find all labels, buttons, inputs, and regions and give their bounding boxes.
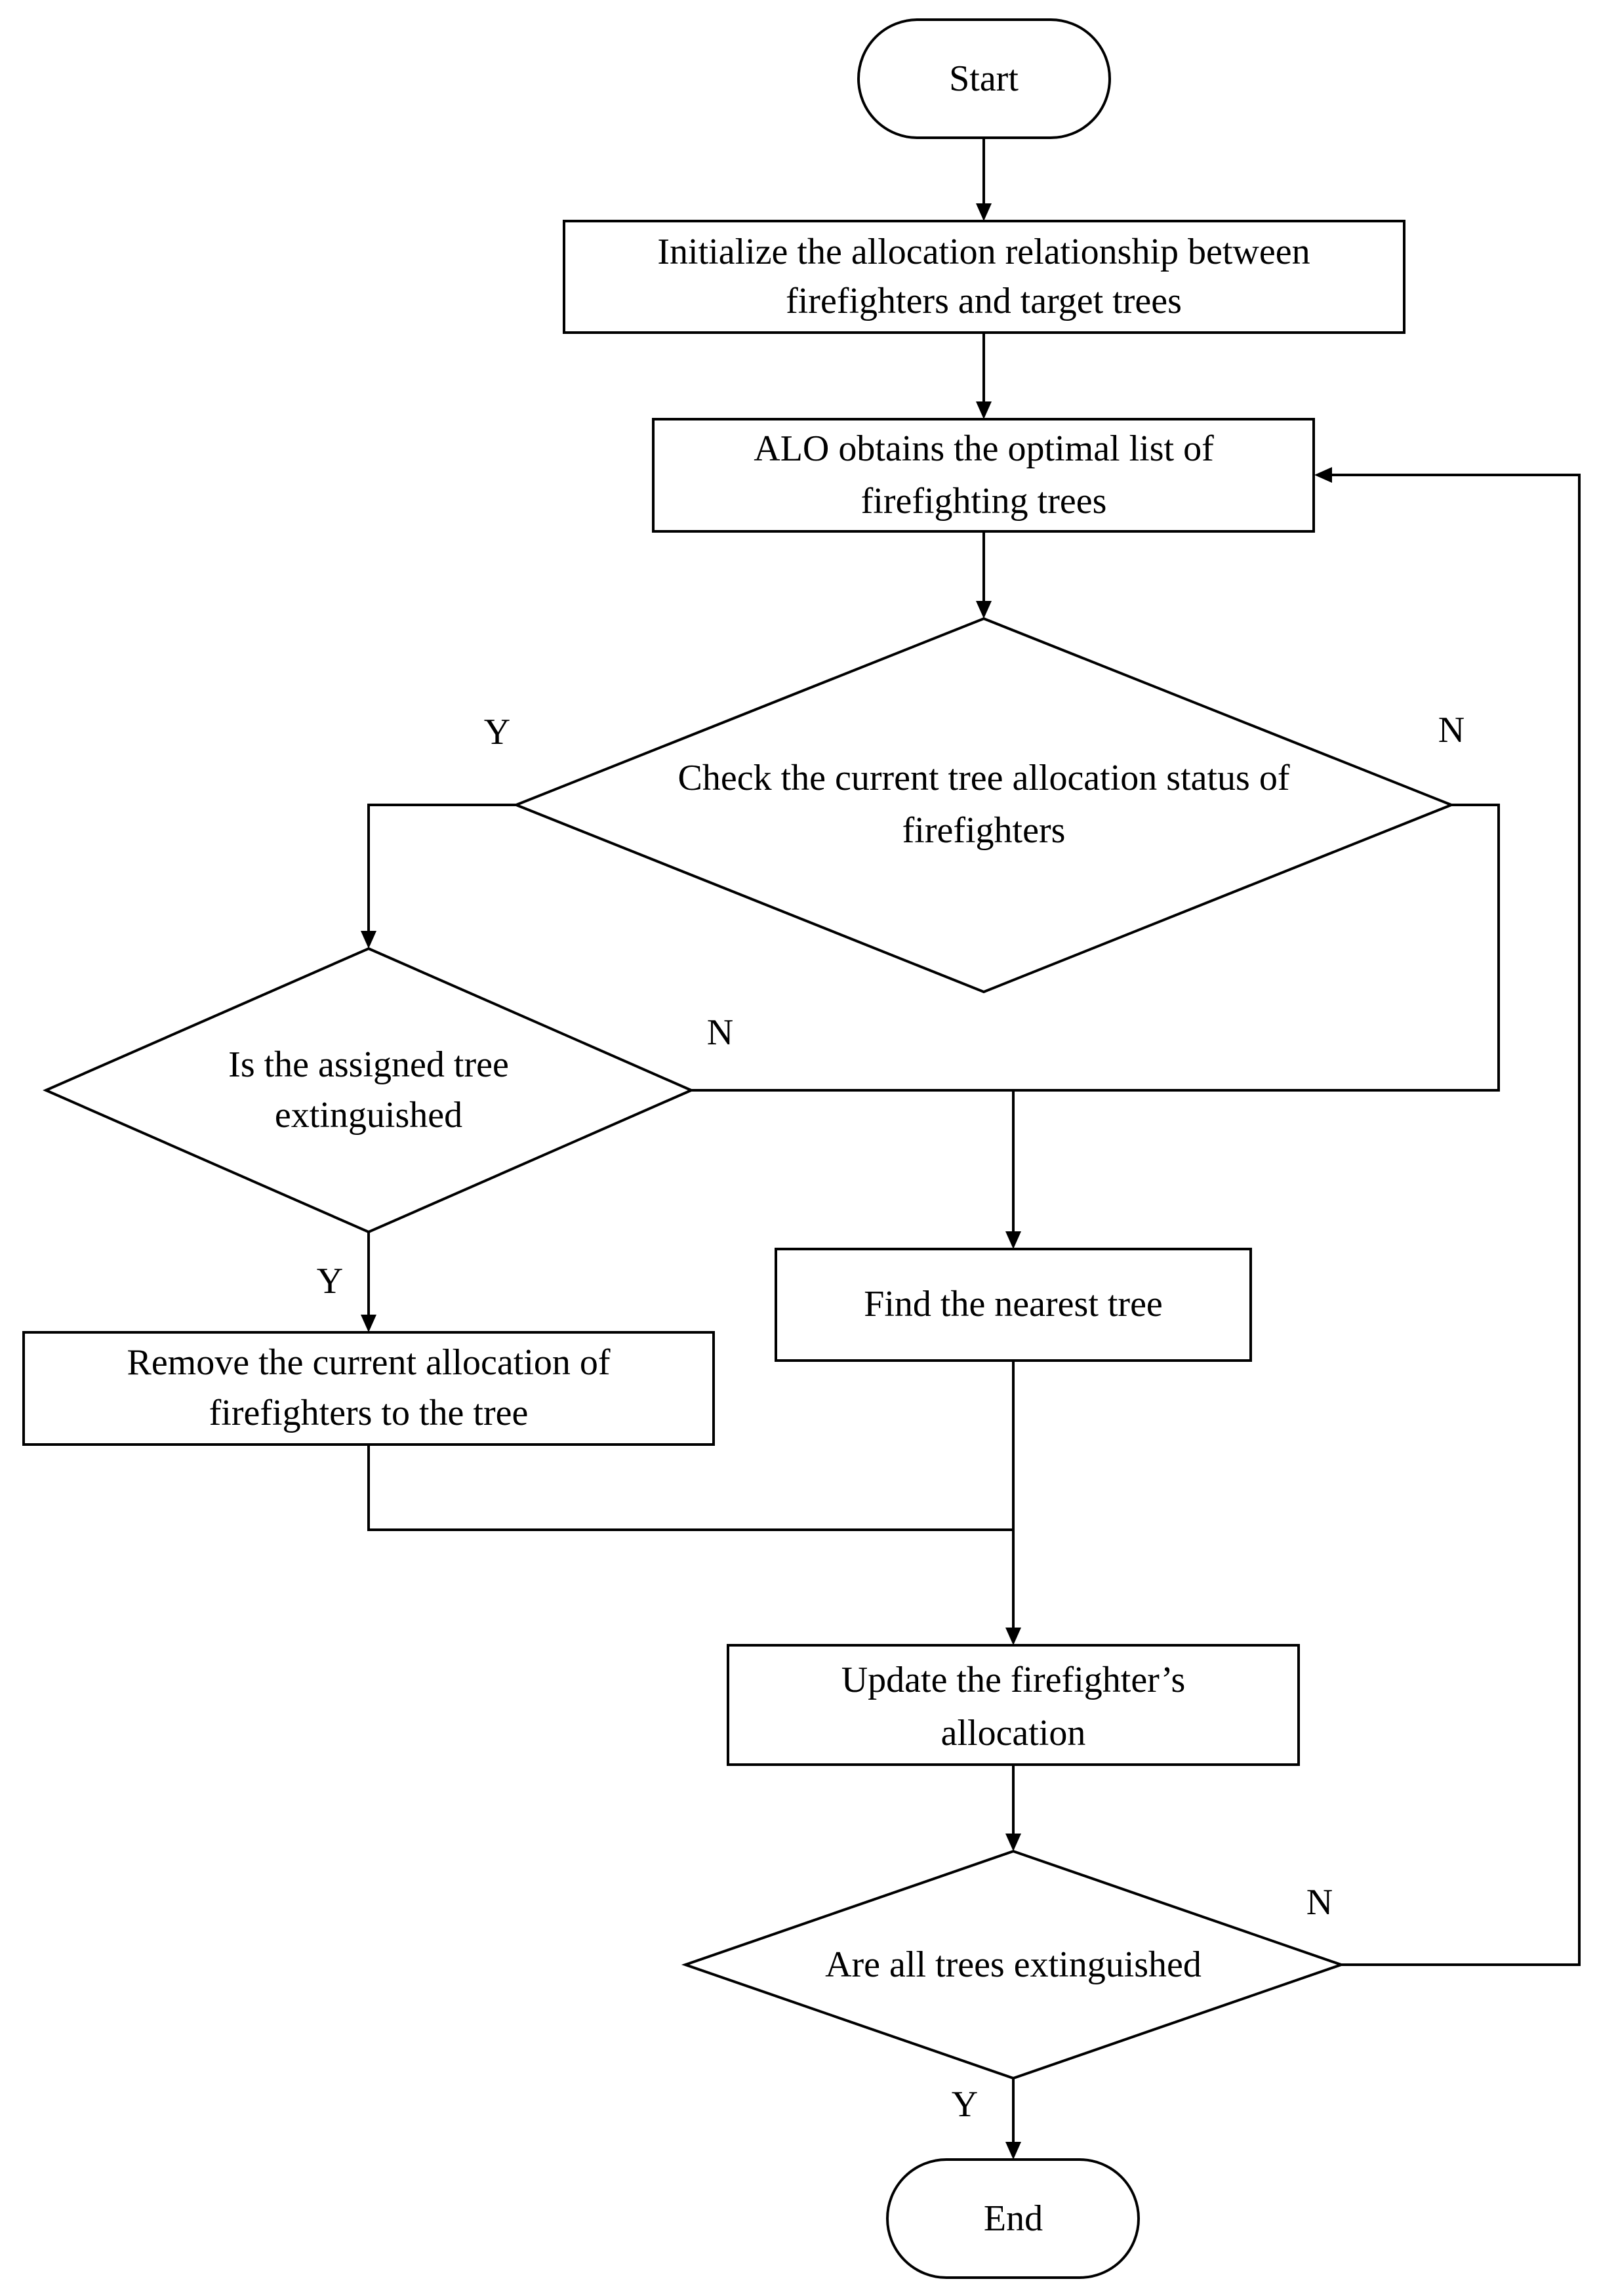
end-terminal <box>886 2158 1140 2279</box>
all-trees-yes-label: Y <box>952 2084 978 2125</box>
connector-check-yes-to-assigned <box>367 804 516 932</box>
check-allocation-decision <box>512 617 1455 994</box>
all-trees-label: Are all trees extinguished <box>825 1944 1202 1985</box>
check-no-label: N <box>1438 710 1465 750</box>
start-label: Start <box>949 58 1019 99</box>
find-nearest-tree-label: Find the nearest tree <box>864 1284 1163 1324</box>
arrowhead-all-trees <box>1005 1834 1021 1851</box>
assigned-yes-label: Y <box>317 1261 343 1302</box>
alo-process-line1: ALO obtains the optimal list of <box>754 428 1214 469</box>
remove-allocation-box <box>22 1331 715 1446</box>
check-allocation-line1: Check the current tree allocation status… <box>678 758 1290 798</box>
alo-process-box <box>652 418 1315 533</box>
assigned-tree-decision <box>43 947 695 1234</box>
assigned-tree-line1: Is the assigned tree <box>228 1044 509 1085</box>
check-allocation-line2: firefighters <box>902 810 1066 851</box>
init-process-line1: Initialize the allocation relationship b… <box>657 232 1310 272</box>
init-process-box <box>563 220 1405 334</box>
arrowhead-update <box>1005 1628 1021 1645</box>
arrowhead-assigned <box>361 931 376 949</box>
init-process-line2: firefighters and target trees <box>786 281 1182 321</box>
check-yes-label: Y <box>484 712 510 752</box>
assigned-no-label: N <box>707 1012 733 1053</box>
arrowhead-nearest <box>1005 1231 1021 1249</box>
arrowhead-remove <box>361 1315 376 1332</box>
assigned-tree-line2: extinguished <box>275 1095 462 1136</box>
update-allocation-line1: Update the firefighter’s <box>841 1660 1186 1700</box>
remove-allocation-line2: firefighters to the tree <box>209 1393 529 1433</box>
remove-allocation-line1: Remove the current allocation of <box>127 1342 610 1383</box>
all-trees-no-label: N <box>1306 1882 1333 1923</box>
update-allocation-line2: allocation <box>941 1713 1086 1753</box>
arrowhead-loop-to-alo <box>1314 467 1332 483</box>
connector-check-no <box>691 804 1500 1092</box>
end-label: End <box>984 2198 1043 2239</box>
arrowhead-init <box>976 203 992 221</box>
connector-remove-to-merge <box>367 1445 1013 1531</box>
arrowhead-alo <box>976 401 992 419</box>
connector-all-trees-no-loop <box>1331 474 1581 1966</box>
alo-process-line2: firefighting trees <box>861 481 1107 522</box>
arrowhead-end <box>1005 2142 1021 2160</box>
arrowhead-check <box>976 601 992 619</box>
